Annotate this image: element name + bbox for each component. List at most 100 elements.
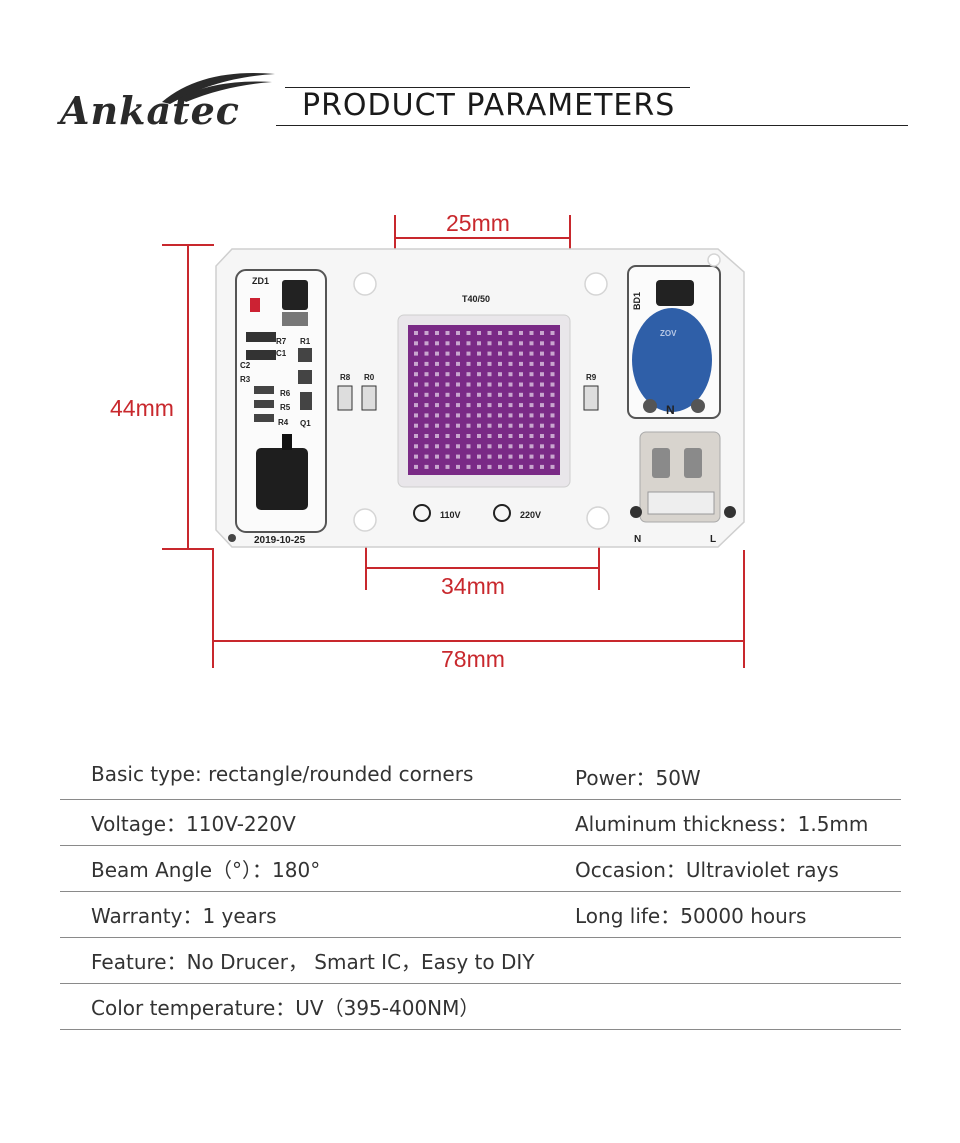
led-dot bbox=[424, 372, 429, 377]
led-dot bbox=[508, 434, 513, 438]
led-dot bbox=[456, 382, 460, 387]
led-dot bbox=[498, 413, 502, 418]
dimension-top-width: 25mm bbox=[446, 210, 510, 236]
led-dot bbox=[466, 392, 471, 397]
led-dot bbox=[466, 351, 471, 356]
led-dot bbox=[477, 372, 481, 377]
led-dot bbox=[498, 434, 502, 438]
led-dot bbox=[435, 454, 439, 459]
led-dot bbox=[466, 434, 471, 438]
led-dot bbox=[466, 444, 471, 449]
led-dot bbox=[445, 413, 450, 418]
led-dot bbox=[550, 372, 555, 377]
led-dot bbox=[550, 423, 555, 428]
led-dot bbox=[424, 351, 429, 356]
led-dot bbox=[540, 423, 544, 428]
led-dot bbox=[540, 351, 544, 356]
led-dot bbox=[477, 403, 481, 408]
led-dot bbox=[414, 341, 418, 346]
led-dot bbox=[445, 382, 450, 387]
label-bd1: BD1 bbox=[632, 292, 642, 310]
varistor-text: ZOV bbox=[660, 329, 677, 338]
led-dot bbox=[414, 351, 418, 356]
led-dot bbox=[519, 331, 523, 335]
led-dot bbox=[529, 372, 534, 377]
led-dot bbox=[498, 444, 502, 449]
led-dot bbox=[519, 392, 523, 397]
led-dot bbox=[445, 331, 450, 335]
led-dot bbox=[445, 392, 450, 397]
led-dot bbox=[477, 361, 481, 366]
led-dot bbox=[540, 382, 544, 387]
led-dot bbox=[540, 372, 544, 377]
led-dot bbox=[424, 392, 429, 397]
led-dot bbox=[445, 403, 450, 408]
led-dot bbox=[414, 413, 418, 418]
led-dot bbox=[498, 392, 502, 397]
led-dot bbox=[550, 331, 555, 335]
led-dot bbox=[550, 434, 555, 438]
led-dot bbox=[550, 392, 555, 397]
led-dot bbox=[456, 341, 460, 346]
led-dot bbox=[414, 392, 418, 397]
led-dot bbox=[477, 454, 481, 459]
led-dot bbox=[519, 413, 523, 418]
led-dot bbox=[456, 454, 460, 459]
label-r0: R0 bbox=[364, 373, 375, 382]
led-dot bbox=[487, 351, 492, 356]
led-dot bbox=[466, 464, 471, 469]
led-dot bbox=[540, 341, 544, 346]
led-dot bbox=[424, 331, 429, 335]
label-r8: R8 bbox=[340, 373, 351, 382]
led-dot bbox=[550, 403, 555, 408]
led-dot bbox=[529, 444, 534, 449]
led-dot bbox=[477, 464, 481, 469]
led-dot bbox=[456, 464, 460, 469]
spec-row: Color temperature：UV（395-400NM） bbox=[60, 984, 901, 1030]
label-r3: R3 bbox=[240, 375, 251, 384]
dimension-total-width: 78mm bbox=[441, 646, 505, 672]
led-dot bbox=[550, 413, 555, 418]
led-dot bbox=[456, 351, 460, 356]
led-dot bbox=[550, 464, 555, 469]
terminal-l: L bbox=[710, 534, 716, 545]
led-dot bbox=[424, 464, 429, 469]
led-dot bbox=[435, 464, 439, 469]
led-dot bbox=[435, 413, 439, 418]
led-dot bbox=[529, 413, 534, 418]
led-dot bbox=[508, 382, 513, 387]
led-dot bbox=[487, 331, 492, 335]
led-dot bbox=[519, 464, 523, 469]
led-dot bbox=[466, 331, 471, 335]
led-dot bbox=[435, 423, 439, 428]
led-dot bbox=[435, 372, 439, 377]
led-dot bbox=[435, 361, 439, 366]
led-dot bbox=[477, 434, 481, 438]
led-dot bbox=[508, 444, 513, 449]
spec-basic-type: Basic type: rectangle/rounded corners bbox=[91, 762, 474, 786]
led-dot bbox=[540, 434, 544, 438]
led-dot bbox=[445, 361, 450, 366]
led-dot bbox=[445, 454, 450, 459]
led-dot bbox=[550, 341, 555, 346]
led-dot bbox=[540, 392, 544, 397]
led-dot bbox=[435, 403, 439, 408]
led-dot bbox=[424, 382, 429, 387]
led-dot bbox=[487, 361, 492, 366]
led-dot bbox=[414, 454, 418, 459]
fiducial-mark bbox=[228, 534, 236, 542]
led-dot bbox=[456, 331, 460, 335]
led-dot bbox=[477, 351, 481, 356]
led-dot bbox=[435, 331, 439, 335]
led-dot bbox=[435, 434, 439, 438]
led-dot bbox=[519, 444, 523, 449]
spec-row: Voltage：110V-220V Aluminum thickness：1.5… bbox=[60, 800, 901, 846]
dimension-hole-spacing: 34mm bbox=[441, 573, 505, 599]
led-dot bbox=[456, 434, 460, 438]
label-r7: R7 bbox=[276, 337, 287, 346]
led-dot bbox=[487, 454, 492, 459]
spec-power: Power：50W bbox=[575, 766, 701, 790]
led-dot bbox=[519, 372, 523, 377]
led-dot bbox=[424, 403, 429, 408]
led-dot bbox=[414, 434, 418, 438]
